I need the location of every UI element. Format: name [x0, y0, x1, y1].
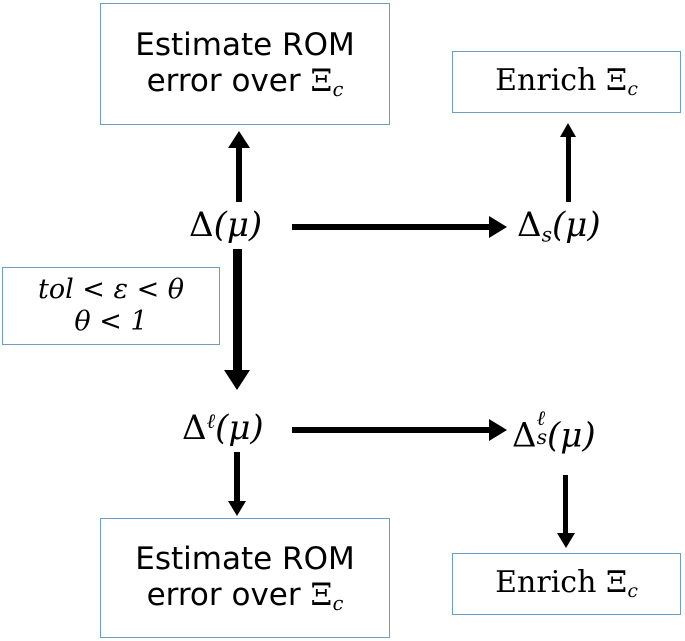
arrow-line-delta-ell-mu-right	[292, 427, 489, 433]
box-bottom-left-line1: Estimate ROM	[135, 540, 355, 577]
delta-ell-mu-args: (μ)	[215, 408, 264, 449]
box-top-left-line2: error over Ξc	[147, 63, 344, 101]
delta-s-subscript: s	[541, 222, 553, 247]
arrow-head-delta-ell-mu-down	[228, 501, 246, 516]
box-bottom-left-line2: error over Ξc	[147, 577, 344, 615]
arrow-head-delta-s-mu-up	[560, 123, 576, 137]
xi-symbol: Ξ	[605, 63, 628, 99]
arrow-head-delta-mu-right	[489, 216, 507, 238]
arrow-line-delta-ell-mu-down	[234, 452, 240, 502]
box-top-left-line2-prefix: error over	[146, 63, 311, 100]
node-delta-ell-mu: Δℓ(μ)	[182, 411, 264, 445]
xi-symbol: Ξ	[310, 63, 333, 100]
xi-subscript-c: c	[332, 591, 344, 615]
delta-mu-args: (μ)	[213, 205, 263, 245]
tolerance-line1: tol < ε < θ	[37, 274, 185, 306]
xi-subscript-c: c	[627, 580, 638, 602]
box-top-right-prefix: Enrich	[495, 63, 606, 99]
delta-s-mu-args: (μ)	[552, 205, 601, 245]
arrow-line-delta-mu-down	[233, 249, 242, 371]
box-bottom-left-line2-prefix: error over	[146, 577, 311, 614]
box-bottom-right-prefix: Enrich	[495, 565, 606, 601]
tolerance-line2: θ < 1	[74, 306, 148, 337]
delta-s-ell-subscript: s	[536, 425, 548, 450]
arrow-head-delta-s-ell-mu-down	[557, 533, 575, 548]
arrow-line-delta-mu-up	[236, 146, 242, 202]
arrow-line-delta-s-ell-mu-down	[563, 475, 568, 534]
delta-s-ell-superscript: ℓ	[536, 405, 546, 430]
arrow-head-delta-ell-mu-right	[489, 419, 507, 441]
xi-subscript-c: c	[627, 78, 638, 100]
arrow-line-delta-s-mu-up	[566, 136, 571, 202]
node-delta-s-mu: Δs(μ)	[517, 208, 601, 245]
box-tolerance-condition: tol < ε < θ θ < 1	[2, 267, 220, 345]
arrow-head-delta-mu-down	[224, 370, 250, 390]
node-delta-mu: Δ(μ)	[189, 208, 262, 242]
xi-symbol: Ξ	[605, 565, 628, 601]
delta-symbol: Δ	[512, 415, 537, 456]
arrow-line-delta-mu-right	[292, 224, 489, 230]
box-enrich-xi-bottom: Enrich Ξc	[452, 553, 681, 615]
delta-symbol: Δ	[189, 205, 214, 245]
box-top-right-line1: Enrich Ξc	[495, 63, 638, 100]
box-estimate-rom-error-top: Estimate ROM error over Ξc	[100, 3, 390, 125]
box-enrich-xi-top: Enrich Ξc	[452, 51, 681, 113]
box-estimate-rom-error-bottom: Estimate ROM error over Ξc	[100, 518, 390, 638]
delta-s-ell-mu-args: (μ)	[547, 415, 596, 456]
xi-subscript-c: c	[332, 77, 344, 101]
delta-ell-superscript: ℓ	[206, 409, 216, 433]
arrow-head-delta-mu-up	[228, 131, 250, 148]
xi-symbol: Ξ	[310, 577, 333, 614]
delta-symbol: Δ	[517, 205, 542, 245]
box-top-left-line1: Estimate ROM	[135, 26, 355, 63]
delta-symbol: Δ	[182, 408, 207, 449]
box-bottom-right-line1: Enrich Ξc	[495, 565, 638, 602]
